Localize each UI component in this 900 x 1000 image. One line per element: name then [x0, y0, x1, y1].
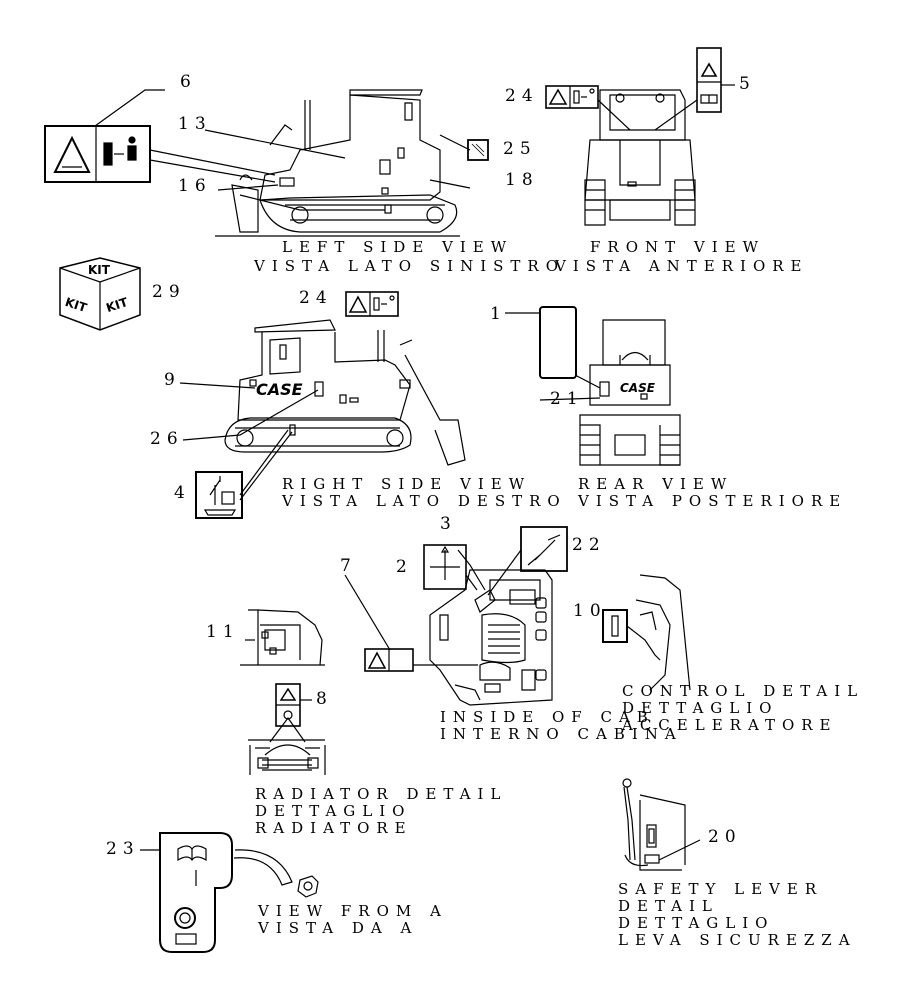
front-dozer	[584, 89, 696, 226]
decal-23	[140, 832, 319, 953]
caption-safety-it1: DETTAGLIO	[618, 914, 775, 932]
callout-1: 1	[490, 304, 507, 324]
decal-4	[195, 429, 293, 519]
leader-21	[539, 397, 601, 401]
case-logo-rear: CASE	[620, 381, 655, 395]
callout-8: 8	[316, 689, 333, 709]
callout-25: 25	[503, 139, 537, 159]
leader-26	[182, 389, 319, 441]
warning-triangle-icon	[62, 150, 63, 151]
decal-25	[467, 139, 489, 161]
callout-6: 6	[180, 72, 197, 92]
kit-cube-icon	[59, 257, 141, 331]
callout-11: 11	[206, 622, 240, 642]
kit-label-top: KIT	[88, 263, 110, 277]
callout-20: 20	[708, 827, 742, 847]
callout-10: 10	[573, 601, 607, 621]
callout-16: 16	[178, 176, 212, 196]
callout-2: 2	[396, 557, 413, 577]
cab-interior	[429, 569, 553, 706]
caption-viewa-it: VISTA DA A	[258, 919, 419, 937]
caption-safety-en1: SAFETY LEVER	[618, 880, 824, 898]
leader-3	[457, 549, 486, 591]
safety-lever-detail	[622, 778, 701, 871]
caption-radiator-it1: DETTAGLIO	[255, 802, 412, 820]
callout-7: 7	[340, 556, 357, 576]
caption-inside-it: INTERNO CABINA	[440, 725, 683, 743]
caption-control-it1: DETTAGLIO	[622, 699, 779, 717]
decal-2	[423, 544, 478, 591]
leader-25	[439, 134, 471, 151]
caption-right-it: VISTA LATO DESTRO	[282, 492, 567, 510]
caption-rear-en: REAR VIEW	[578, 475, 734, 493]
callout-4: 4	[174, 483, 191, 503]
caption-safety-en2: DETAIL	[618, 897, 719, 915]
radiator-detail	[248, 716, 326, 775]
decal-5	[654, 47, 735, 131]
caption-control-it2: ACCELERATORE	[622, 716, 838, 734]
caption-radiator-it2: RADIATORE	[255, 819, 413, 837]
callout-26: 26	[150, 429, 184, 449]
right-side-dozer	[224, 319, 466, 466]
leader-16	[217, 184, 279, 191]
callout-13: 13	[178, 114, 212, 134]
callout-29: 29	[152, 282, 186, 302]
callout-24-front: 24	[505, 86, 539, 106]
callout-21: 21	[550, 389, 584, 409]
caption-right-en: RIGHT SIDE VIEW	[282, 475, 532, 493]
leader-18	[429, 179, 471, 189]
decal-7	[344, 574, 478, 672]
callout-24-right: 24	[299, 288, 333, 308]
decal-1	[505, 306, 601, 389]
caption-viewa-en: VIEW FROM A	[258, 902, 448, 920]
callout-9: 9	[164, 370, 181, 390]
decal-22	[487, 526, 568, 596]
leader-9	[179, 382, 256, 389]
decal-6	[44, 89, 276, 183]
leader-13	[204, 129, 346, 159]
caption-control-en: CONTROL DETAIL	[622, 682, 865, 700]
callout-18: 18	[505, 170, 539, 190]
caption-inside-en: INSIDE OF CAB	[440, 708, 655, 726]
caption-front-it: VISTA ANTERIORE	[555, 257, 809, 275]
callout-3: 3	[440, 514, 457, 534]
callout-23: 23	[106, 839, 140, 859]
caption-safety-it2: LEVA SICUREZZA	[618, 931, 857, 949]
decal-24-front	[545, 85, 631, 131]
case-logo-right: CASE	[256, 380, 303, 399]
caption-radiator-en: RADIATOR DETAIL	[255, 785, 508, 803]
control-detail	[602, 574, 691, 691]
detail-11	[240, 609, 325, 666]
caption-left-it: VISTA LATO SINISTRO	[254, 257, 565, 275]
left-side-dozer	[215, 89, 460, 237]
callout-22: 22	[572, 535, 606, 555]
decal-8	[275, 683, 312, 727]
caption-left-en: LEFT SIDE VIEW	[282, 238, 514, 256]
decal-24-right	[345, 291, 399, 317]
caption-front-en: FRONT VIEW	[590, 238, 766, 256]
rear-dozer	[579, 319, 681, 466]
callout-5: 5	[739, 74, 756, 94]
caption-rear-it: VISTA POSTERIORE	[578, 492, 848, 510]
